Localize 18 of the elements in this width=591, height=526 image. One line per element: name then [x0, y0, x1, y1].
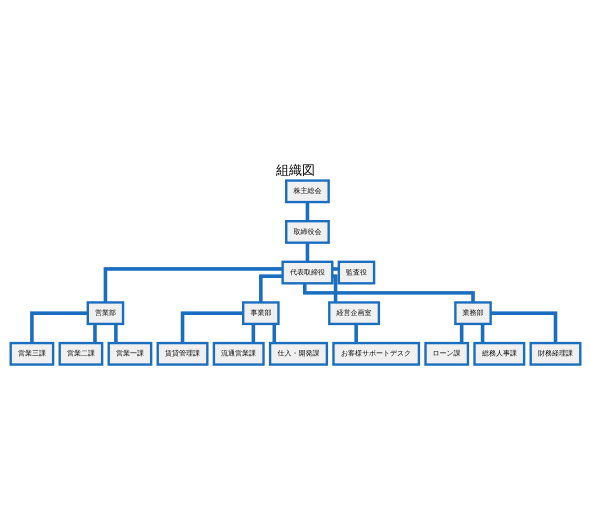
connector	[259, 274, 282, 302]
connector	[460, 324, 464, 343]
connector	[490, 311, 558, 343]
connector	[354, 324, 358, 343]
connector	[104, 267, 282, 302]
connector	[332, 274, 338, 302]
connector	[180, 311, 244, 343]
connector	[302, 283, 475, 302]
connector	[480, 324, 484, 343]
connector	[306, 202, 310, 221]
diagram-title: 組織図	[276, 163, 315, 178]
connector	[332, 267, 339, 271]
connector	[252, 324, 256, 343]
connector	[114, 324, 118, 343]
connector	[272, 324, 276, 343]
connector	[30, 311, 88, 343]
connector	[93, 324, 97, 343]
connector	[306, 242, 310, 262]
